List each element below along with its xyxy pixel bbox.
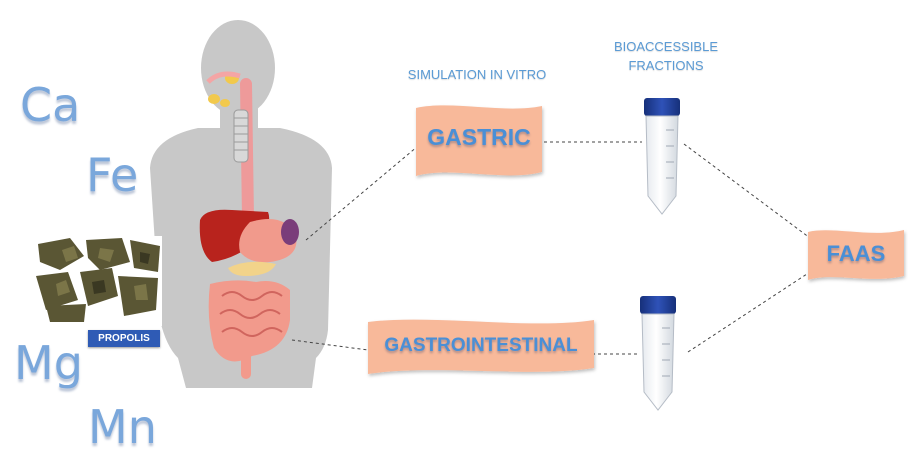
digestive-system-icon: [200, 72, 299, 374]
faas-label: FAAS: [808, 241, 904, 267]
element-ca-label: Ca: [20, 82, 80, 128]
connector-tube-faas-top: [684, 144, 810, 238]
gastrointestinal-label: GASTROINTESTINAL: [368, 335, 594, 357]
propolis-photo: [34, 236, 162, 326]
propolis-label: PROPOLIS: [88, 330, 160, 347]
simulation-in-vitro-heading: SIMULATION IN VITRO: [378, 66, 576, 85]
bioaccessible-heading-line1: BIOACCESSIBLE: [596, 38, 736, 57]
element-mn-label: Mn: [88, 404, 157, 450]
connector-tube-faas-bottom: [688, 272, 810, 352]
bioaccessible-heading-line2: FRACTIONS: [596, 57, 736, 76]
gastric-label: GASTRIC: [416, 124, 542, 151]
falcon-tube-icon: [640, 296, 676, 410]
bioaccessible-fractions-heading: BIOACCESSIBLE FRACTIONS: [596, 38, 736, 76]
element-mg-label: Mg: [14, 340, 83, 386]
falcon-tube-icon: [644, 98, 680, 214]
element-fe-label: Fe: [86, 152, 138, 198]
